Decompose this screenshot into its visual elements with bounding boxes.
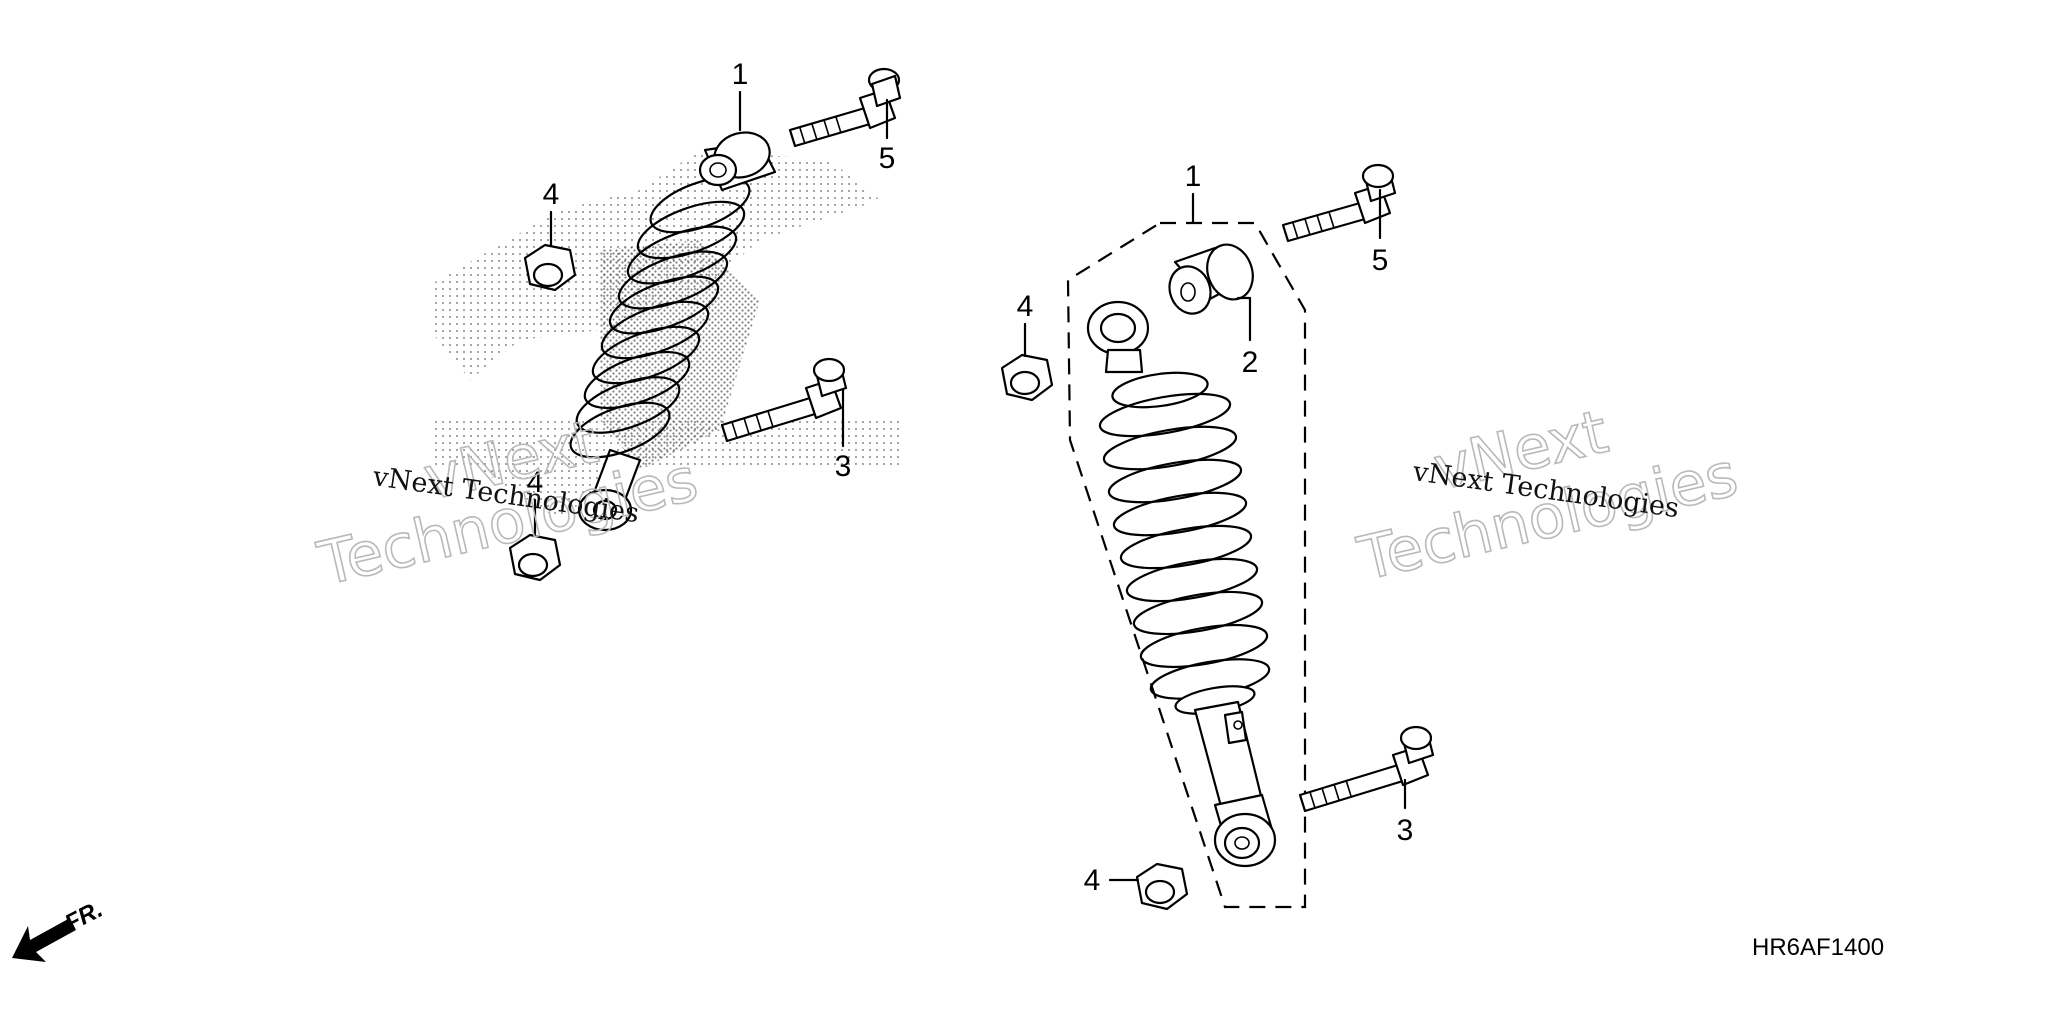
left-upper-nut (523, 243, 577, 292)
left-lower-nut (508, 533, 562, 582)
right-callout-lower-bolt: 3 (1397, 814, 1414, 847)
bushing-part (1168, 243, 1254, 315)
left-upper-bolt (788, 67, 902, 148)
right-upper-nut (1000, 353, 1054, 402)
left-lower-bolt (720, 357, 848, 443)
front-arrow-icon (12, 918, 76, 962)
right-upper-bolt (1281, 163, 1397, 243)
left-shock-absorber (569, 131, 777, 532)
right-spring-coils (1098, 392, 1271, 700)
right-lower-bolt (1298, 725, 1435, 813)
right-callout-shock: 1 (1185, 160, 1202, 193)
right-callout-bushing: 2 (1242, 346, 1259, 379)
diagram-code: HR6AF1400 (1752, 934, 1884, 961)
left-callout-upper-nut: 4 (543, 178, 560, 211)
left-callout-shock: 1 (732, 58, 749, 91)
watermark-right: vNext Technologies vNext Technologies (1351, 396, 1745, 595)
right-callout-upper-nut: 4 (1017, 290, 1034, 323)
right-callout-lower-nut: 4 (1084, 864, 1101, 897)
right-exploded-assembly (1000, 163, 1435, 911)
right-lower-nut (1135, 862, 1189, 911)
left-callout-lower-nut: 4 (527, 466, 544, 499)
left-callout-upper-bolt: 5 (879, 142, 896, 175)
left-installed-assembly (430, 67, 902, 582)
front-direction-indicator: FR. (12, 896, 107, 962)
right-leader-bushing (1236, 296, 1252, 342)
assembly-dashed-boundary (1066, 221, 1307, 909)
left-callout-lower-bolt: 3 (835, 450, 852, 483)
right-callout-upper-bolt: 5 (1372, 244, 1389, 277)
frame-shading-lower (430, 420, 900, 520)
right-shock-absorber (1086, 300, 1277, 868)
